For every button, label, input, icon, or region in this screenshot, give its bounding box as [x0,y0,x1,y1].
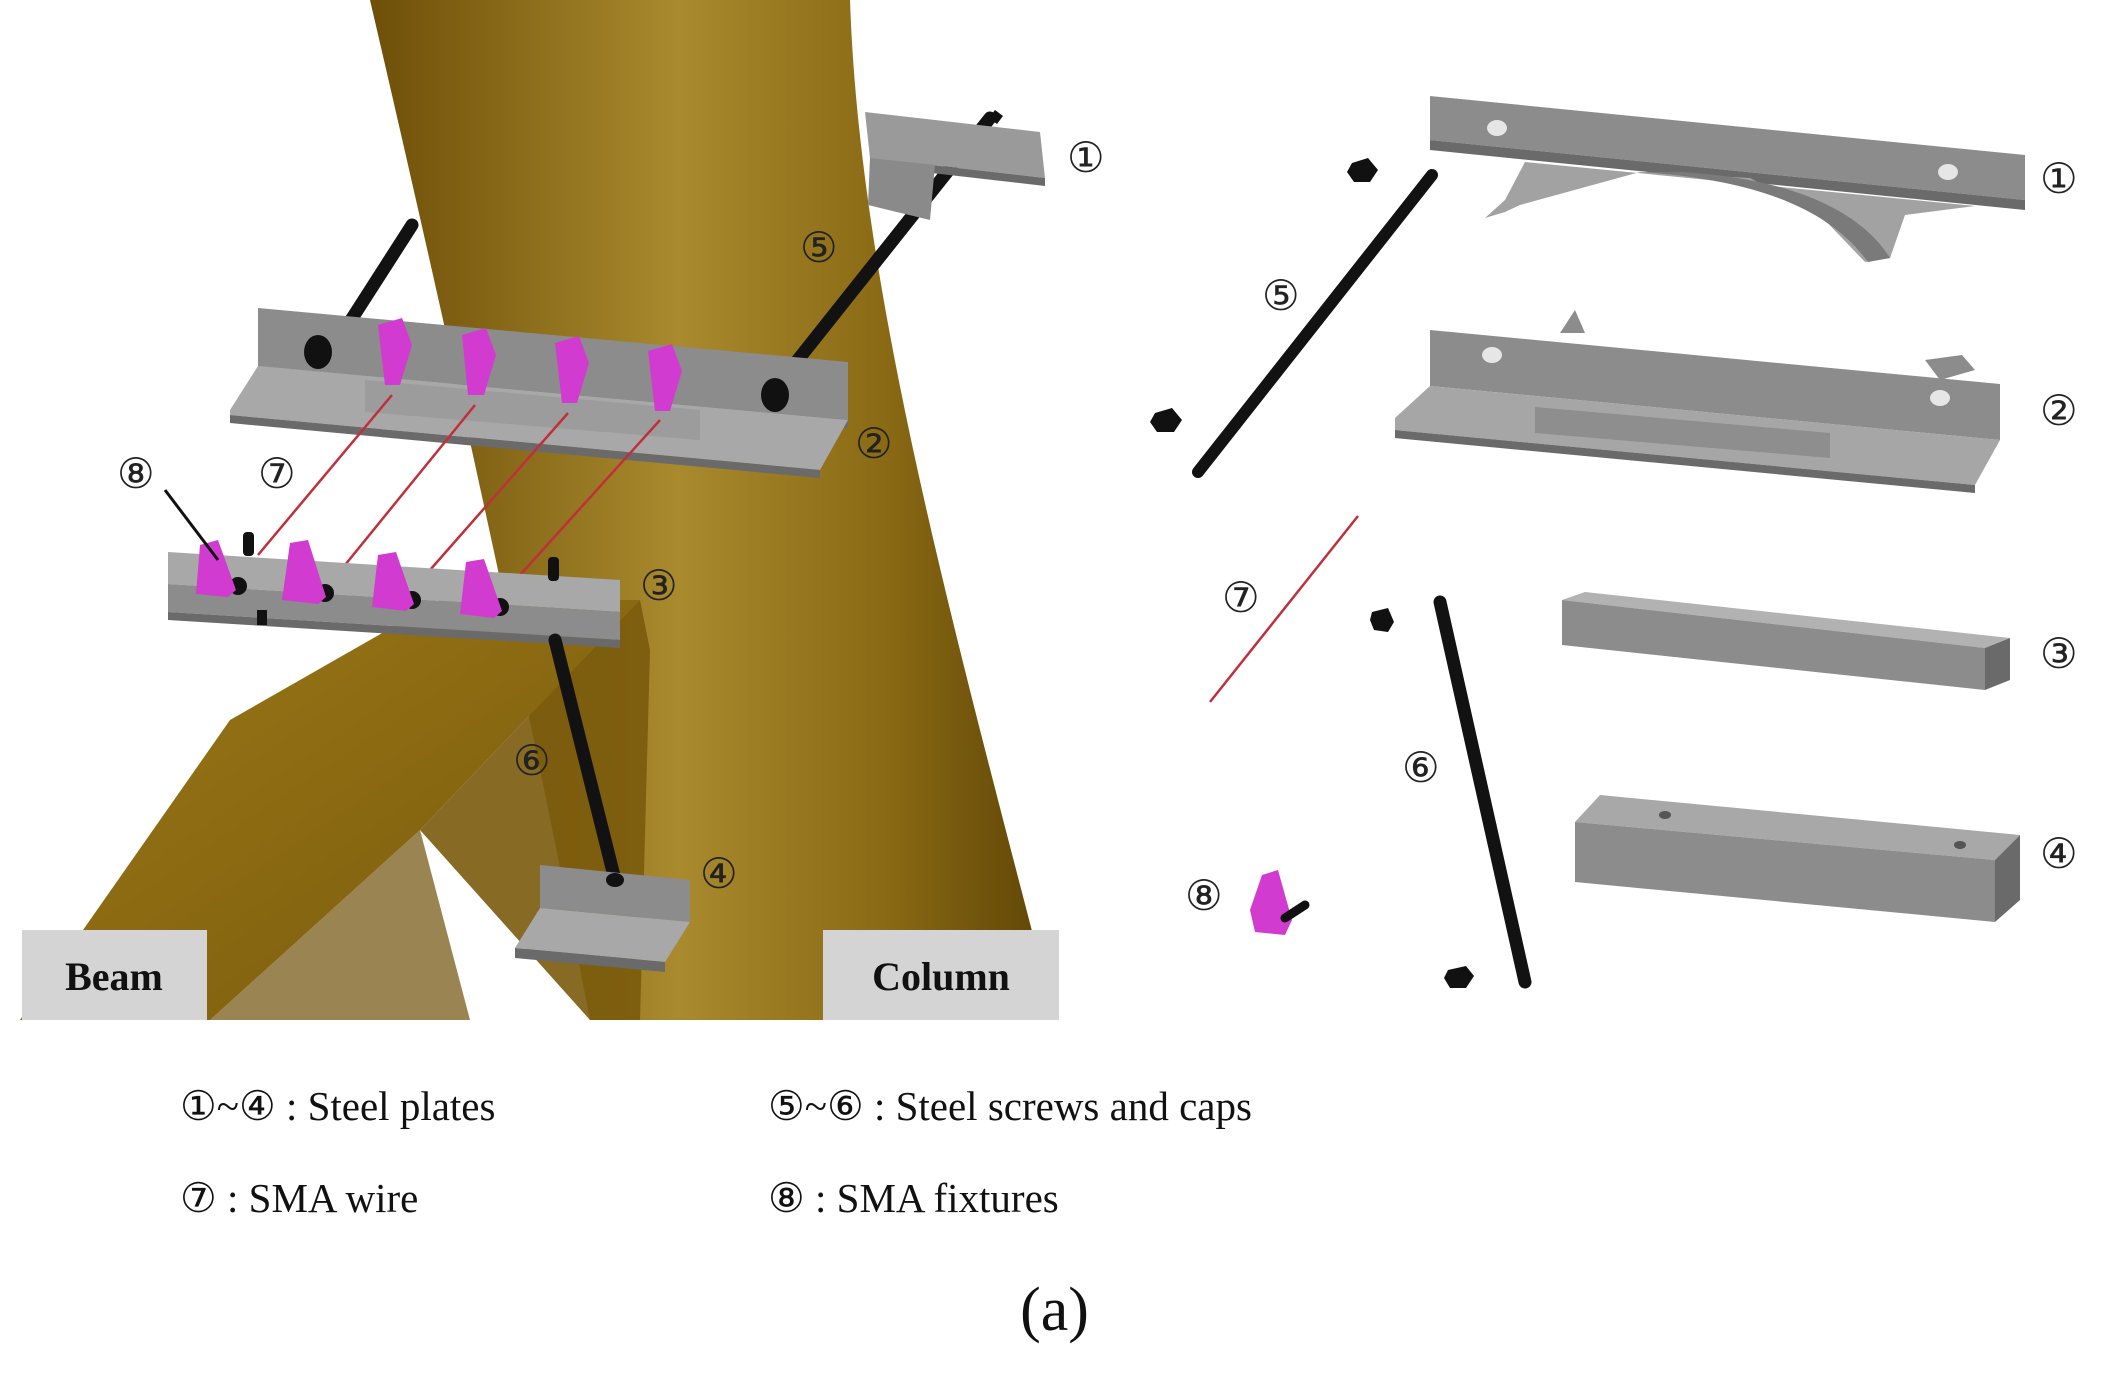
callout-2: ② [855,422,893,468]
screw-6-exploded [1433,595,1532,989]
cap-6-bottom [1444,966,1474,988]
sma-wire-exploded [1209,515,1359,703]
callout-3-exploded: ③ [2040,632,2078,678]
plate-4-assembled [515,865,690,972]
cap-assembled [761,378,789,412]
exploded-view: ① ⑤ ② ⑦ ③ ⑥ ④ ⑧ [1150,96,2078,989]
callout-2-exploded: ② [2040,389,2078,435]
assembled-view: Beam Column ① ⑤ ② ⑧ ⑦ ③ ⑥ ④ [20,0,1105,1020]
cap-assembled-bottom [606,873,624,887]
plate-1-exploded [1430,96,2025,262]
callout-1: ① [1067,136,1105,182]
cap-6-top [1370,608,1394,632]
callout-5-exploded: ⑤ [1262,274,1300,320]
callout-6-exploded: ⑥ [1402,746,1440,792]
callout-1-exploded: ① [2040,157,2078,203]
cap-assembled [304,335,332,369]
legend-plates: ①~④ : Steel plates [180,1083,496,1129]
callout-8-exploded: ⑧ [1185,874,1223,920]
callout-8: ⑧ [117,452,155,498]
callout-7: ⑦ [258,452,296,498]
sma-wires-assembled [257,394,661,576]
callout-5: ⑤ [800,226,838,272]
screw-6-assembled [548,633,622,887]
figure-caption: (a) [1020,1276,1089,1344]
callout-7-exploded: ⑦ [1222,576,1260,622]
legend-wire: ⑦ : SMA wire [180,1175,419,1221]
column-label: Column [872,954,1010,999]
plate-4-exploded [1575,795,2020,922]
plate-2-exploded [1395,310,2000,493]
callout-3: ③ [640,564,678,610]
callout-6: ⑥ [513,739,551,785]
legend-fixtures: ⑧ : SMA fixtures [768,1175,1059,1221]
fixture-leader-line [163,489,220,561]
plate-1-assembled [865,112,1045,220]
screw-5-exploded [1192,169,1438,478]
column-label-box [823,930,1059,1020]
sma-fixtures-lower [196,540,502,618]
beam-label-box [22,930,207,1020]
sma-fixtures-upper [378,318,682,411]
callout-4: ④ [700,852,738,898]
callout-4-exploded: ④ [2040,832,2078,878]
legend-screws: ⑤~⑥ : Steel screws and caps [768,1083,1252,1129]
cap-5-bottom [1150,408,1182,432]
sma-fixture-exploded [1250,870,1310,935]
beam-label: Beam [65,954,163,999]
plate-3-exploded [1562,592,2010,690]
cap-5-top [1347,158,1378,182]
